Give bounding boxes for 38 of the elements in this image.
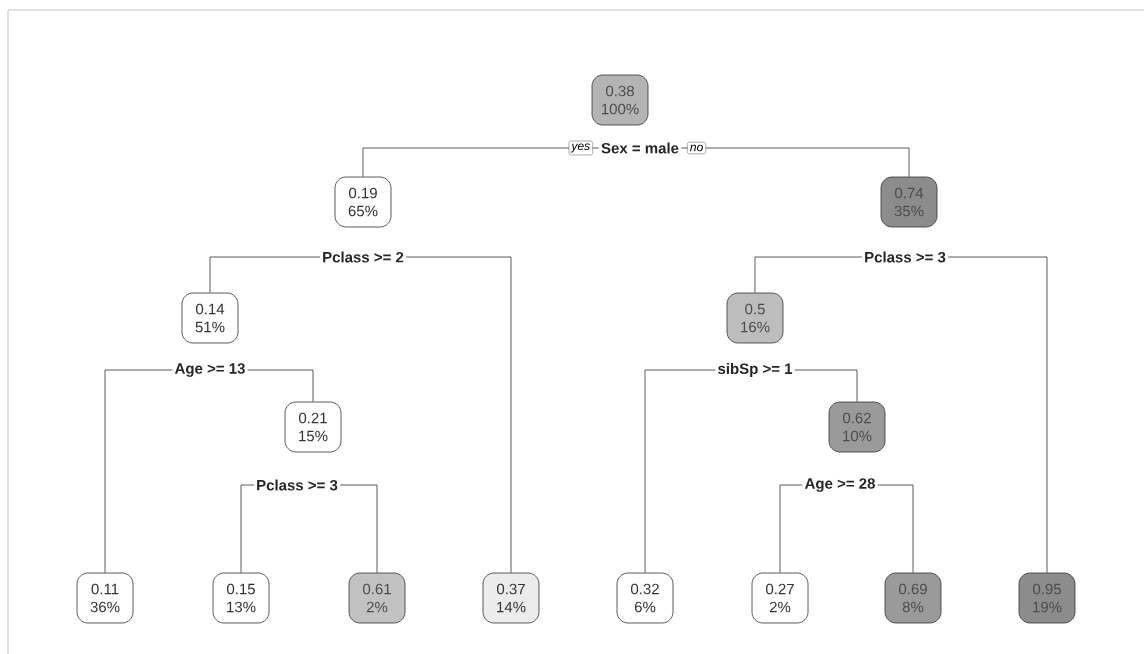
tree-node: 0.38 100%: [591, 74, 649, 126]
split-label: Pclass >= 3: [865, 251, 946, 263]
split-label: Age >= 13: [174, 363, 245, 377]
tree-node: 0.32 6%: [616, 572, 674, 624]
connector: [644, 369, 716, 573]
edge-label: no: [687, 142, 706, 154]
split-label: sibSp >= 1: [718, 363, 793, 377]
connector: [362, 147, 600, 177]
connector: [754, 256, 863, 293]
connector: [794, 369, 858, 402]
tree-node: 0.14 51%: [181, 292, 239, 344]
connector: [247, 369, 314, 402]
tree-node: 0.27 2%: [751, 572, 809, 624]
connector: [339, 484, 378, 573]
tree-node: 0.5 16%: [726, 292, 784, 344]
tree-node: 0.62 10%: [828, 401, 886, 453]
connector: [877, 484, 914, 573]
tree-node: 0.11 36%: [76, 572, 134, 624]
connector: [104, 369, 173, 573]
tree-node: 0.21 15%: [284, 401, 342, 453]
split-label: Sex = male: [601, 142, 679, 154]
tree-node: 0.15 13%: [212, 572, 270, 624]
connector: [405, 256, 512, 573]
tree-node: 0.37 14%: [482, 572, 540, 624]
tree-node: 0.95 19%: [1018, 572, 1076, 624]
connector: [947, 256, 1048, 573]
tree-node: 0.61 2%: [348, 572, 406, 624]
split-label: Pclass >= 3: [257, 479, 338, 491]
tree-node: 0.74 35%: [880, 176, 938, 228]
edge-label: yes: [568, 140, 593, 156]
connector: [680, 147, 910, 177]
connector: [209, 256, 321, 293]
split-label: Age >= 28: [804, 478, 875, 492]
connector: [779, 484, 803, 573]
tree-node: 0.19 65%: [334, 176, 392, 228]
connector: [240, 484, 255, 573]
tree-node: 0.69 8%: [884, 572, 942, 624]
split-label: Pclass >= 2: [323, 251, 404, 263]
